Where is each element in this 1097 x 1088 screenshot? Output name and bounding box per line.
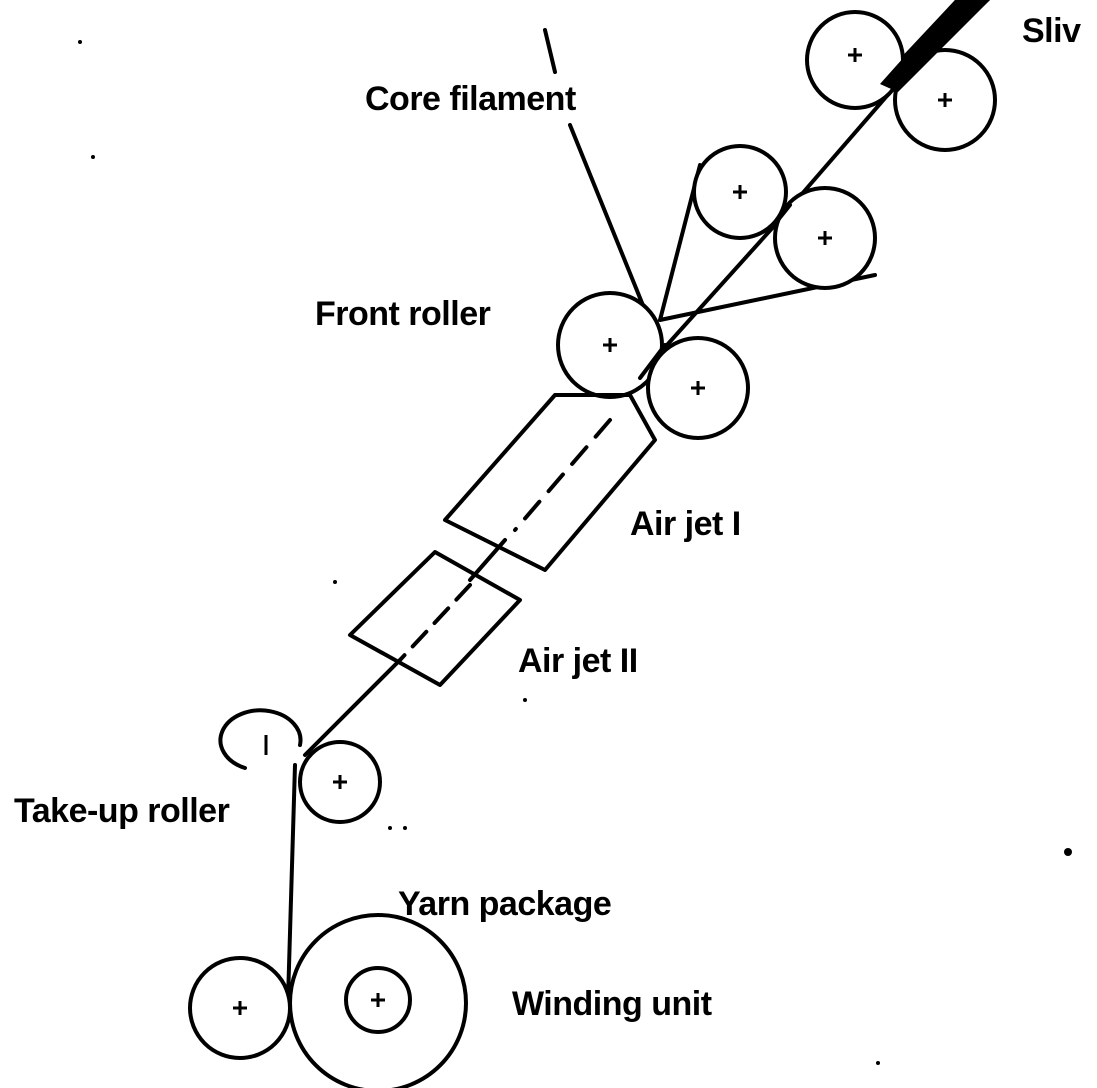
label-sliver: Sliv <box>1022 12 1081 50</box>
air-jet-2-body <box>348 550 522 687</box>
center-mark <box>333 775 347 789</box>
apron-belt <box>658 163 877 322</box>
label-air-jet-1: Air jet I <box>630 505 741 543</box>
roller-centers <box>233 48 952 1015</box>
center-mark <box>603 338 617 352</box>
strand-mid-over <box>768 203 792 232</box>
strand-to-package <box>286 763 297 1002</box>
center-mark <box>938 93 952 107</box>
core-filament-line <box>543 28 557 74</box>
center-mark <box>818 231 832 245</box>
center-mark <box>848 48 862 62</box>
center-mark <box>691 381 705 395</box>
air-jet-2-axis <box>398 583 472 662</box>
center-mark <box>233 1001 247 1015</box>
nip-strand <box>638 343 667 380</box>
label-take-up-roller: Take-up roller <box>14 792 230 830</box>
label-yarn-package: Yarn package <box>398 885 611 923</box>
air-jet-1-body <box>443 393 657 572</box>
take-up-roller-top <box>218 708 303 770</box>
center-mark <box>371 993 385 1007</box>
strand-to-takeup <box>303 658 402 757</box>
air-jet-1-axis <box>513 418 612 532</box>
sliver-band-front <box>880 0 990 92</box>
center-mark <box>733 185 747 199</box>
label-core-filament: Core filament <box>365 80 576 118</box>
label-front-roller: Front roller <box>315 295 491 333</box>
label-air-jet-2: Air jet II <box>518 642 638 680</box>
label-winding-unit: Winding unit <box>512 985 712 1023</box>
scan-specks <box>78 40 1072 1065</box>
